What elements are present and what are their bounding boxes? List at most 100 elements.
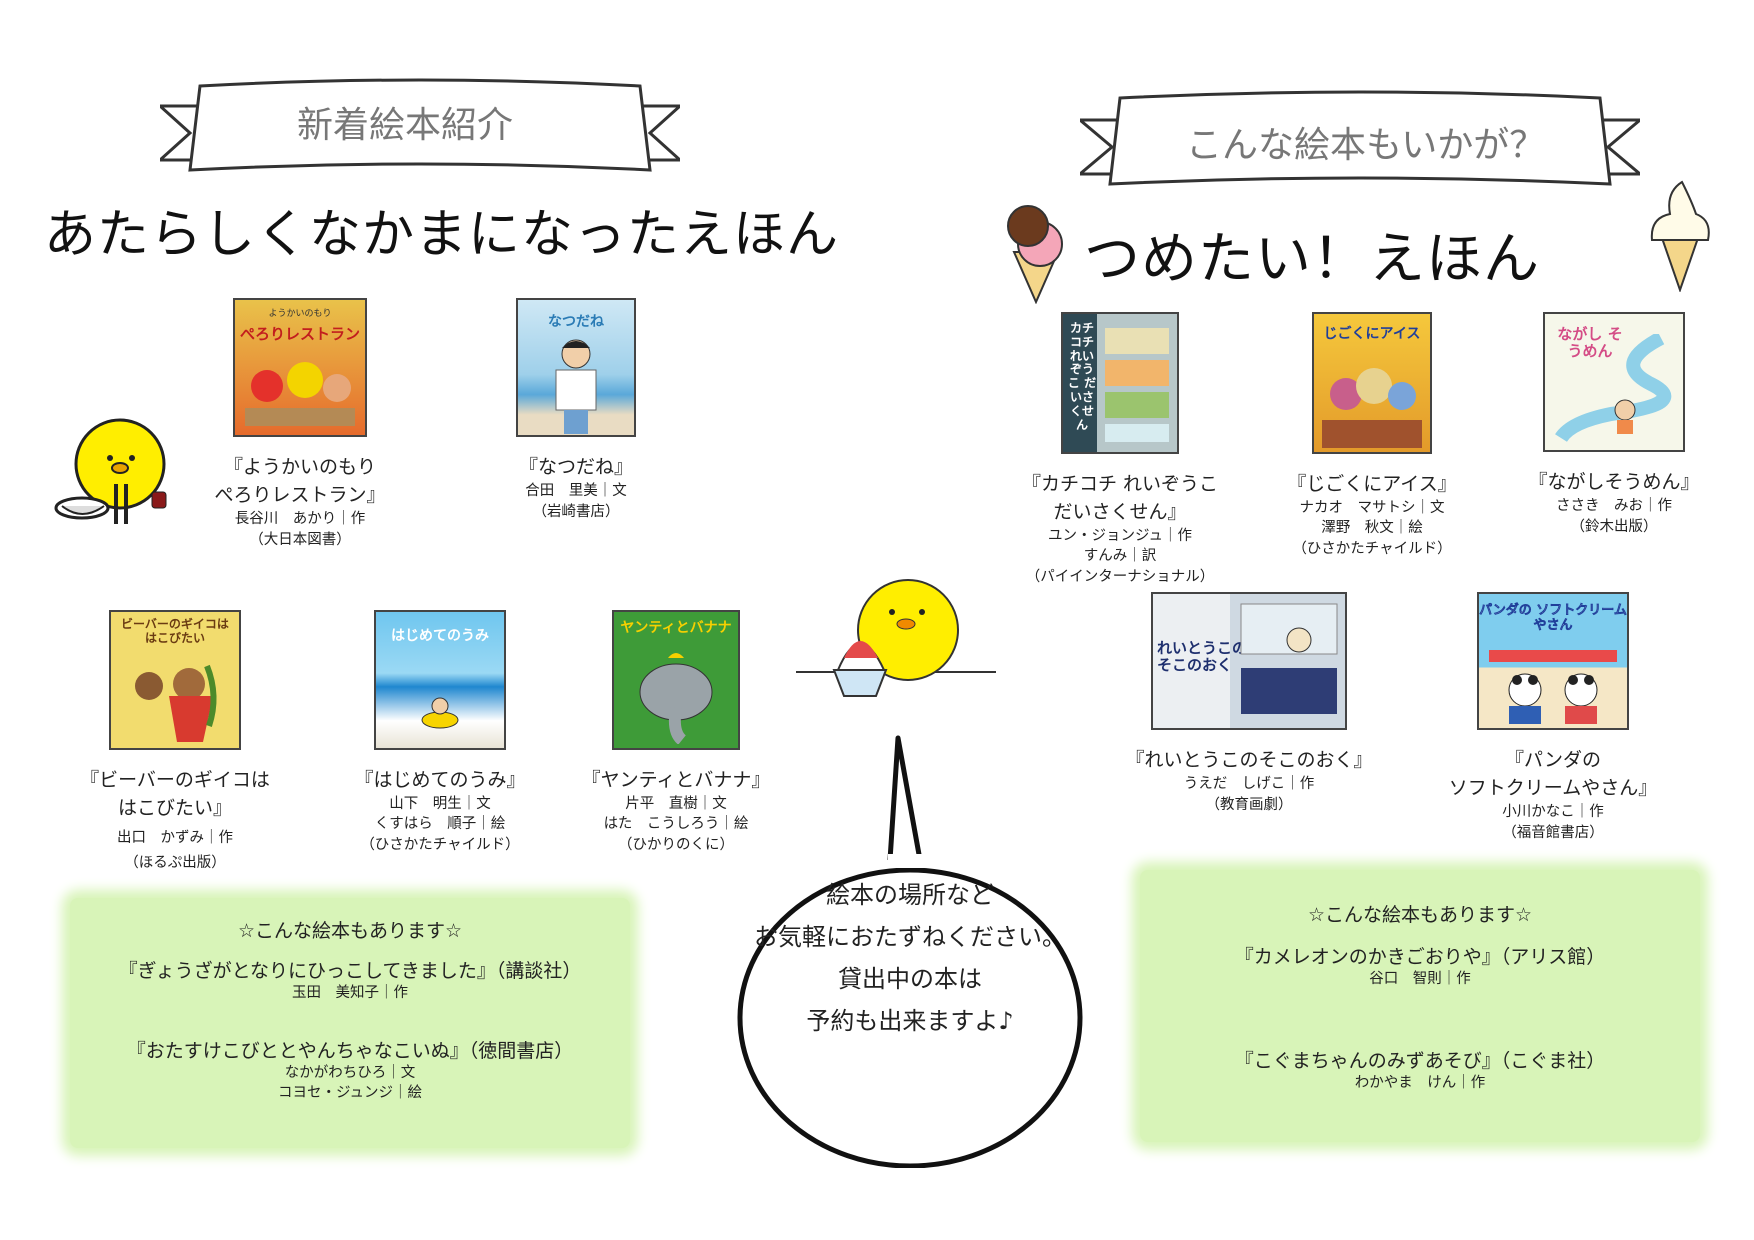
also-item-title: 『こぐまちゃんのみずあそび』（こぐま社） (1234, 1050, 1606, 1072)
cover-art (245, 362, 355, 426)
chick-with-shaved-ice-icon (796, 579, 996, 697)
book-title: 『じごくにアイス』 (1287, 473, 1457, 495)
book-credit: ささき みお｜作 (1556, 498, 1672, 514)
left-ribbon-banner (160, 78, 680, 172)
right-ribbon-label: こんな絵本もいかが？ (1186, 125, 1546, 166)
right-headline: つめたい！えほん (1084, 227, 1540, 292)
book-credit: はた こうしろう｜絵 (603, 816, 749, 832)
cover-title: ぺろりレストラン (239, 325, 360, 343)
book-cover[interactable]: ヤンティとバナナ (612, 610, 740, 750)
book-credit: くすはら 順子｜絵 (374, 816, 506, 832)
also-item-credit: わかやま けん｜作 (1354, 1075, 1486, 1091)
also-heading: ☆こんな絵本もあります☆ (1307, 904, 1533, 926)
cover-title: カチコチ れいぞうこ だいさくせん (1067, 321, 1097, 432)
book-item-panda-softcream[interactable]: パンダの ソフトクリームやさん 『パンダの ソフトクリームやさん』 小川かなこ｜… (1438, 592, 1668, 844)
book-item-nagashi-soumen[interactable]: ながし そうめん 『ながしそうめん』 ささき みお｜作 （鈴木出版） (1504, 312, 1724, 538)
cover-title: ながし そうめん (1557, 325, 1623, 361)
book-credit: ユン・ジョンジュ｜作 (1048, 528, 1192, 544)
book-cover[interactable]: カチコチ れいぞうこ だいさくせん (1061, 312, 1179, 454)
book-title: 『ようかいのもり ぺろりレストラン』 (214, 456, 386, 506)
book-title: 『パンダの ソフトクリームやさん』 (1448, 749, 1658, 799)
book-cover[interactable]: れいとうこの そこのおく (1151, 592, 1347, 730)
book-cover[interactable]: じごくにアイス (1312, 312, 1432, 454)
book-title: 『れいとうこのそこのおく』 (1125, 749, 1373, 771)
cover-art (1240, 603, 1338, 714)
bubble-line: 予約も出来ますよ♪ (806, 1007, 1014, 1035)
book-publisher: （福音館書店） (1502, 825, 1604, 841)
book-title: 『ヤンティとバナナ』 (581, 769, 771, 791)
book-credit: 長谷川 あかり｜作 (234, 511, 366, 527)
cover-title: ヤンティとバナナ (620, 620, 732, 636)
book-title: 『ながしそうめん』 (1528, 471, 1700, 493)
soft-serve-icon (1650, 180, 1710, 292)
also-item-title: 『おたすけこびととやんちゃなこいぬ』（徳間書店） (126, 1040, 574, 1062)
cover-art (135, 664, 217, 742)
book-credit: 山下 明生｜文 (389, 796, 491, 812)
book-item-beaver-giiko[interactable]: ビーバーのギイコは はこびたい 『ビーバーのギイコは はこびたい』 出口 かずみ… (60, 610, 290, 874)
bubble-line: 貸出中の本は (838, 965, 982, 993)
cover-art (421, 697, 459, 729)
book-credit: 出口 かずみ｜作 (117, 830, 233, 846)
book-credit: 小川かなこ｜作 (1502, 804, 1604, 820)
right-ribbon-banner (1080, 90, 1640, 186)
book-cover[interactable]: ながし そうめん (1543, 312, 1685, 452)
book-credit: うえだ しげこ｜作 (1183, 776, 1315, 792)
book-item-kachikochi-reizouko[interactable]: カチコチ れいぞうこ だいさくせん 『カチコチ れいぞうこ だいさくせん』 ユン… (1010, 312, 1230, 588)
book-publisher: （ひさかたチャイルド） (360, 837, 520, 853)
cover-title: はじめてのうみ (391, 628, 489, 644)
book-publisher: （教育画劇） (1205, 797, 1293, 813)
book-item-jigoku-ni-ice[interactable]: じごくにアイス 『じごくにアイス』 ナカオ マサトシ｜文 澤野 秋文｜絵 （ひさ… (1262, 312, 1482, 560)
cover-title: じごくにアイス (1323, 326, 1421, 342)
cover-art (1105, 328, 1169, 442)
book-credit: 片平 直樹｜文 (625, 796, 727, 812)
book-title: 『なつだね』 (518, 456, 633, 478)
book-cover[interactable]: なつだね (516, 298, 636, 437)
cover-art (1322, 368, 1422, 448)
book-publisher: （ひさかたチャイルド） (1292, 541, 1452, 557)
right-also-box: ☆こんな絵本もあります☆ 『カメレオンのかきごおりや』（アリス館） 谷口 智則｜… (1140, 870, 1700, 1142)
bubble-line: 絵本の場所など (826, 881, 994, 909)
book-item-natsudane[interactable]: なつだね 『なつだね』 合田 里美｜文 （岩崎書店） (476, 298, 676, 523)
cover-art (1555, 334, 1672, 443)
cover-art (1489, 650, 1617, 724)
book-credit: 合田 里美｜文 (525, 483, 627, 499)
also-item-credit: コヨセ・ジュンジ｜絵 (278, 1085, 422, 1101)
book-publisher: （鈴木出版） (1570, 519, 1658, 535)
book-publisher: （岩崎書店） (532, 504, 620, 520)
cover-title: パンダの ソフトクリームやさん (1479, 603, 1627, 633)
book-publisher: （ほるぷ出版） (124, 855, 226, 871)
book-title: 『はじめてのうみ』 (354, 769, 526, 791)
also-item-credit: 玉田 美知子｜作 (292, 985, 408, 1001)
speech-bubble-text: 絵本の場所など お気軽におたずねください。 貸出中の本は 予約も出来ますよ♪ (740, 874, 1080, 1042)
book-cover[interactable]: パンダの ソフトクリームやさん (1477, 592, 1629, 730)
book-credit: 澤野 秋文｜絵 (1321, 520, 1423, 536)
book-title: 『ビーバーのギイコは はこびたい』 (80, 769, 270, 819)
book-publisher: （パイインターナショナル） (1025, 569, 1215, 585)
cover-top-text: ようかいのもり (268, 309, 332, 319)
chick-with-noodles-icon (54, 418, 167, 524)
left-ribbon-label: 新着絵本紹介 (297, 105, 514, 146)
book-cover[interactable]: はじめてのうみ (374, 610, 506, 750)
left-headline: あたらしくなかまになったえほん (44, 205, 840, 265)
book-publisher: （ひかりのくに） (618, 837, 734, 853)
also-heading: ☆こんな絵本もあります☆ (237, 920, 463, 942)
book-credit: すんみ｜訳 (1083, 548, 1157, 564)
book-item-peroris-restaurant[interactable]: ぺろりレストラン ようかいのもり 『ようかいのもり ぺろりレストラン』 長谷川 … (190, 298, 410, 551)
book-cover[interactable]: ビーバーのギイコは はこびたい (109, 610, 241, 750)
cover-art (639, 653, 713, 744)
book-item-reitouko-no-soko[interactable]: れいとうこの そこのおく 『れいとうこのそこのおく』 うえだ しげこ｜作 （教育… (1124, 592, 1374, 816)
speech-bubble (737, 735, 1083, 1168)
book-item-hajimete-no-umi[interactable]: はじめてのうみ 『はじめてのうみ』 山下 明生｜文 くすはら 順子｜絵 （ひさか… (330, 610, 550, 856)
cover-title: ビーバーのギイコは はこびたい (121, 617, 229, 645)
also-item-title: 『ぎょうざがとなりにひっこしてきました』（講談社） (118, 960, 582, 982)
book-title: 『カチコチ れいぞうこ だいさくせん』 (1021, 473, 1219, 523)
book-credit: ナカオ マサトシ｜文 (1299, 500, 1445, 516)
cover-art (555, 339, 597, 434)
bubble-line: お気軽におたずねください。 (754, 923, 1066, 951)
also-item-title: 『カメレオンのかきごおりや』（アリス館） (1234, 946, 1606, 968)
also-item-credit: 谷口 智則｜作 (1369, 971, 1471, 987)
book-item-yanti-and-banana[interactable]: ヤンティとバナナ 『ヤンティとバナナ』 片平 直樹｜文 はた こうしろう｜絵 （… (566, 610, 786, 856)
cover-title: れいとうこの そこのおく (1157, 639, 1248, 675)
cover-title: なつだね (548, 314, 604, 330)
book-cover[interactable]: ぺろりレストラン ようかいのもり (233, 298, 367, 437)
